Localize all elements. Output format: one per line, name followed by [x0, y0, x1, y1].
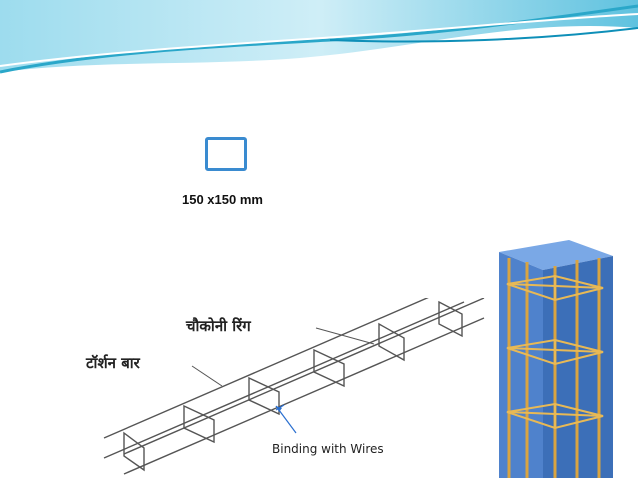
square-cross-section-icon [205, 137, 247, 171]
column-reinforcement-illustration [499, 240, 613, 478]
ring-label: चौकोनी रिंग [186, 317, 251, 335]
rebar-cage-illustration [103, 298, 485, 475]
header-wave-banner [0, 0, 638, 74]
dimension-label: 150 x150 mm [182, 192, 263, 207]
binding-label: Binding with Wires [272, 442, 384, 456]
bar-label: टॉर्शन बार [86, 354, 140, 372]
